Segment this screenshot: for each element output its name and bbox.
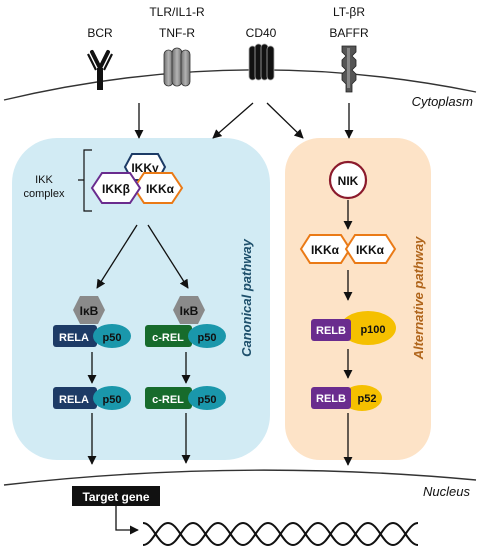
p50-label-top-right: p50 <box>198 332 217 344</box>
target-gene-pointer <box>115 506 139 535</box>
ltbr-receptor-icon <box>341 45 357 93</box>
nuclear-membrane <box>3 469 477 486</box>
bcr-receptor-icon <box>87 50 113 90</box>
receptor-label-bcr: BCR <box>87 26 113 40</box>
receptor-label-baffr: BAFFR <box>329 26 369 40</box>
p50-label-top-left: p50 <box>103 332 122 344</box>
tlr-receptor-icon <box>163 47 191 87</box>
alternative-pathway-title: Alternative pathway <box>411 236 426 361</box>
rela-block-top <box>53 325 97 347</box>
ikk-alpha-left-label: IKKα <box>311 243 340 257</box>
p100-label: p100 <box>360 324 385 336</box>
nik-circle <box>328 160 368 200</box>
arrow-ikk-to-crel <box>147 224 189 289</box>
ikk-alpha-right-label: IKKα <box>356 243 385 257</box>
ikk-alpha-hexagon <box>132 172 184 204</box>
receptor-label-tlr: TLR/IL1-R <box>149 5 205 19</box>
ikb-left-hexagon <box>73 296 105 324</box>
cytoplasm-label: Cytoplasm <box>412 94 474 109</box>
canonical-pathway-region <box>12 138 270 460</box>
arrow-cd40-to-canonical <box>212 102 254 139</box>
crel-label-bottom: c-REL <box>152 394 184 406</box>
p50-label-bottom-left: p50 <box>103 394 122 406</box>
receptor-label-ltbr: LT-βR <box>333 5 365 19</box>
ikk-complex-label-line1: IKK <box>35 174 53 186</box>
ikb-right-label: IκB <box>180 304 199 318</box>
ikk-complex-label-line2: complex <box>24 188 65 200</box>
alternative-pathway-region <box>285 138 431 460</box>
cd40-receptor-icon <box>248 43 275 81</box>
ikk-gamma-label: IKKγ <box>131 161 159 175</box>
receptor-label-cd40: CD40 <box>246 26 277 40</box>
rela-block-bottom <box>53 387 97 409</box>
plasma-membrane <box>3 69 477 101</box>
p52-block <box>342 385 382 411</box>
p50-block-top-left <box>93 324 131 348</box>
ikk-alpha-right-hexagon <box>344 234 397 264</box>
receptor-label-tnfr: TNF-R <box>159 26 195 40</box>
p50-block-top-right <box>188 324 226 348</box>
target-gene-box <box>72 486 160 506</box>
crel-block-top <box>145 325 192 347</box>
ikk-complex-bracket <box>78 149 92 212</box>
ikk-beta-label: IKKβ <box>102 182 130 196</box>
ikb-left-label: IκB <box>80 304 99 318</box>
p50-label-bottom-right: p50 <box>198 394 217 406</box>
p50-block-bottom-right <box>188 386 226 410</box>
target-gene-label: Target gene <box>82 490 149 504</box>
relb-label-bottom: RELB <box>316 393 346 405</box>
rela-label-bottom: RELA <box>59 394 89 406</box>
canonical-pathway-title: Canonical pathway <box>239 238 254 357</box>
arrow-cd40-to-alternative <box>266 102 304 139</box>
dna-helix-icon <box>142 521 419 547</box>
ikk-alpha-label: IKKα <box>146 182 175 196</box>
relb-label-top: RELB <box>316 325 346 337</box>
relb-block-top <box>311 319 351 341</box>
p52-label: p52 <box>358 393 377 405</box>
relb-block-bottom <box>311 387 351 409</box>
arrow-ikk-to-rela <box>96 224 138 289</box>
nik-label: NIK <box>338 174 359 188</box>
p100-block <box>340 311 396 345</box>
ikb-right-hexagon <box>173 296 205 324</box>
nucleus-label: Nucleus <box>423 484 470 499</box>
crel-block-bottom <box>145 387 192 409</box>
p50-block-bottom-left <box>93 386 131 410</box>
ikk-beta-hexagon <box>90 172 142 204</box>
crel-label-top: c-REL <box>152 332 184 344</box>
rela-label-top: RELA <box>59 332 89 344</box>
